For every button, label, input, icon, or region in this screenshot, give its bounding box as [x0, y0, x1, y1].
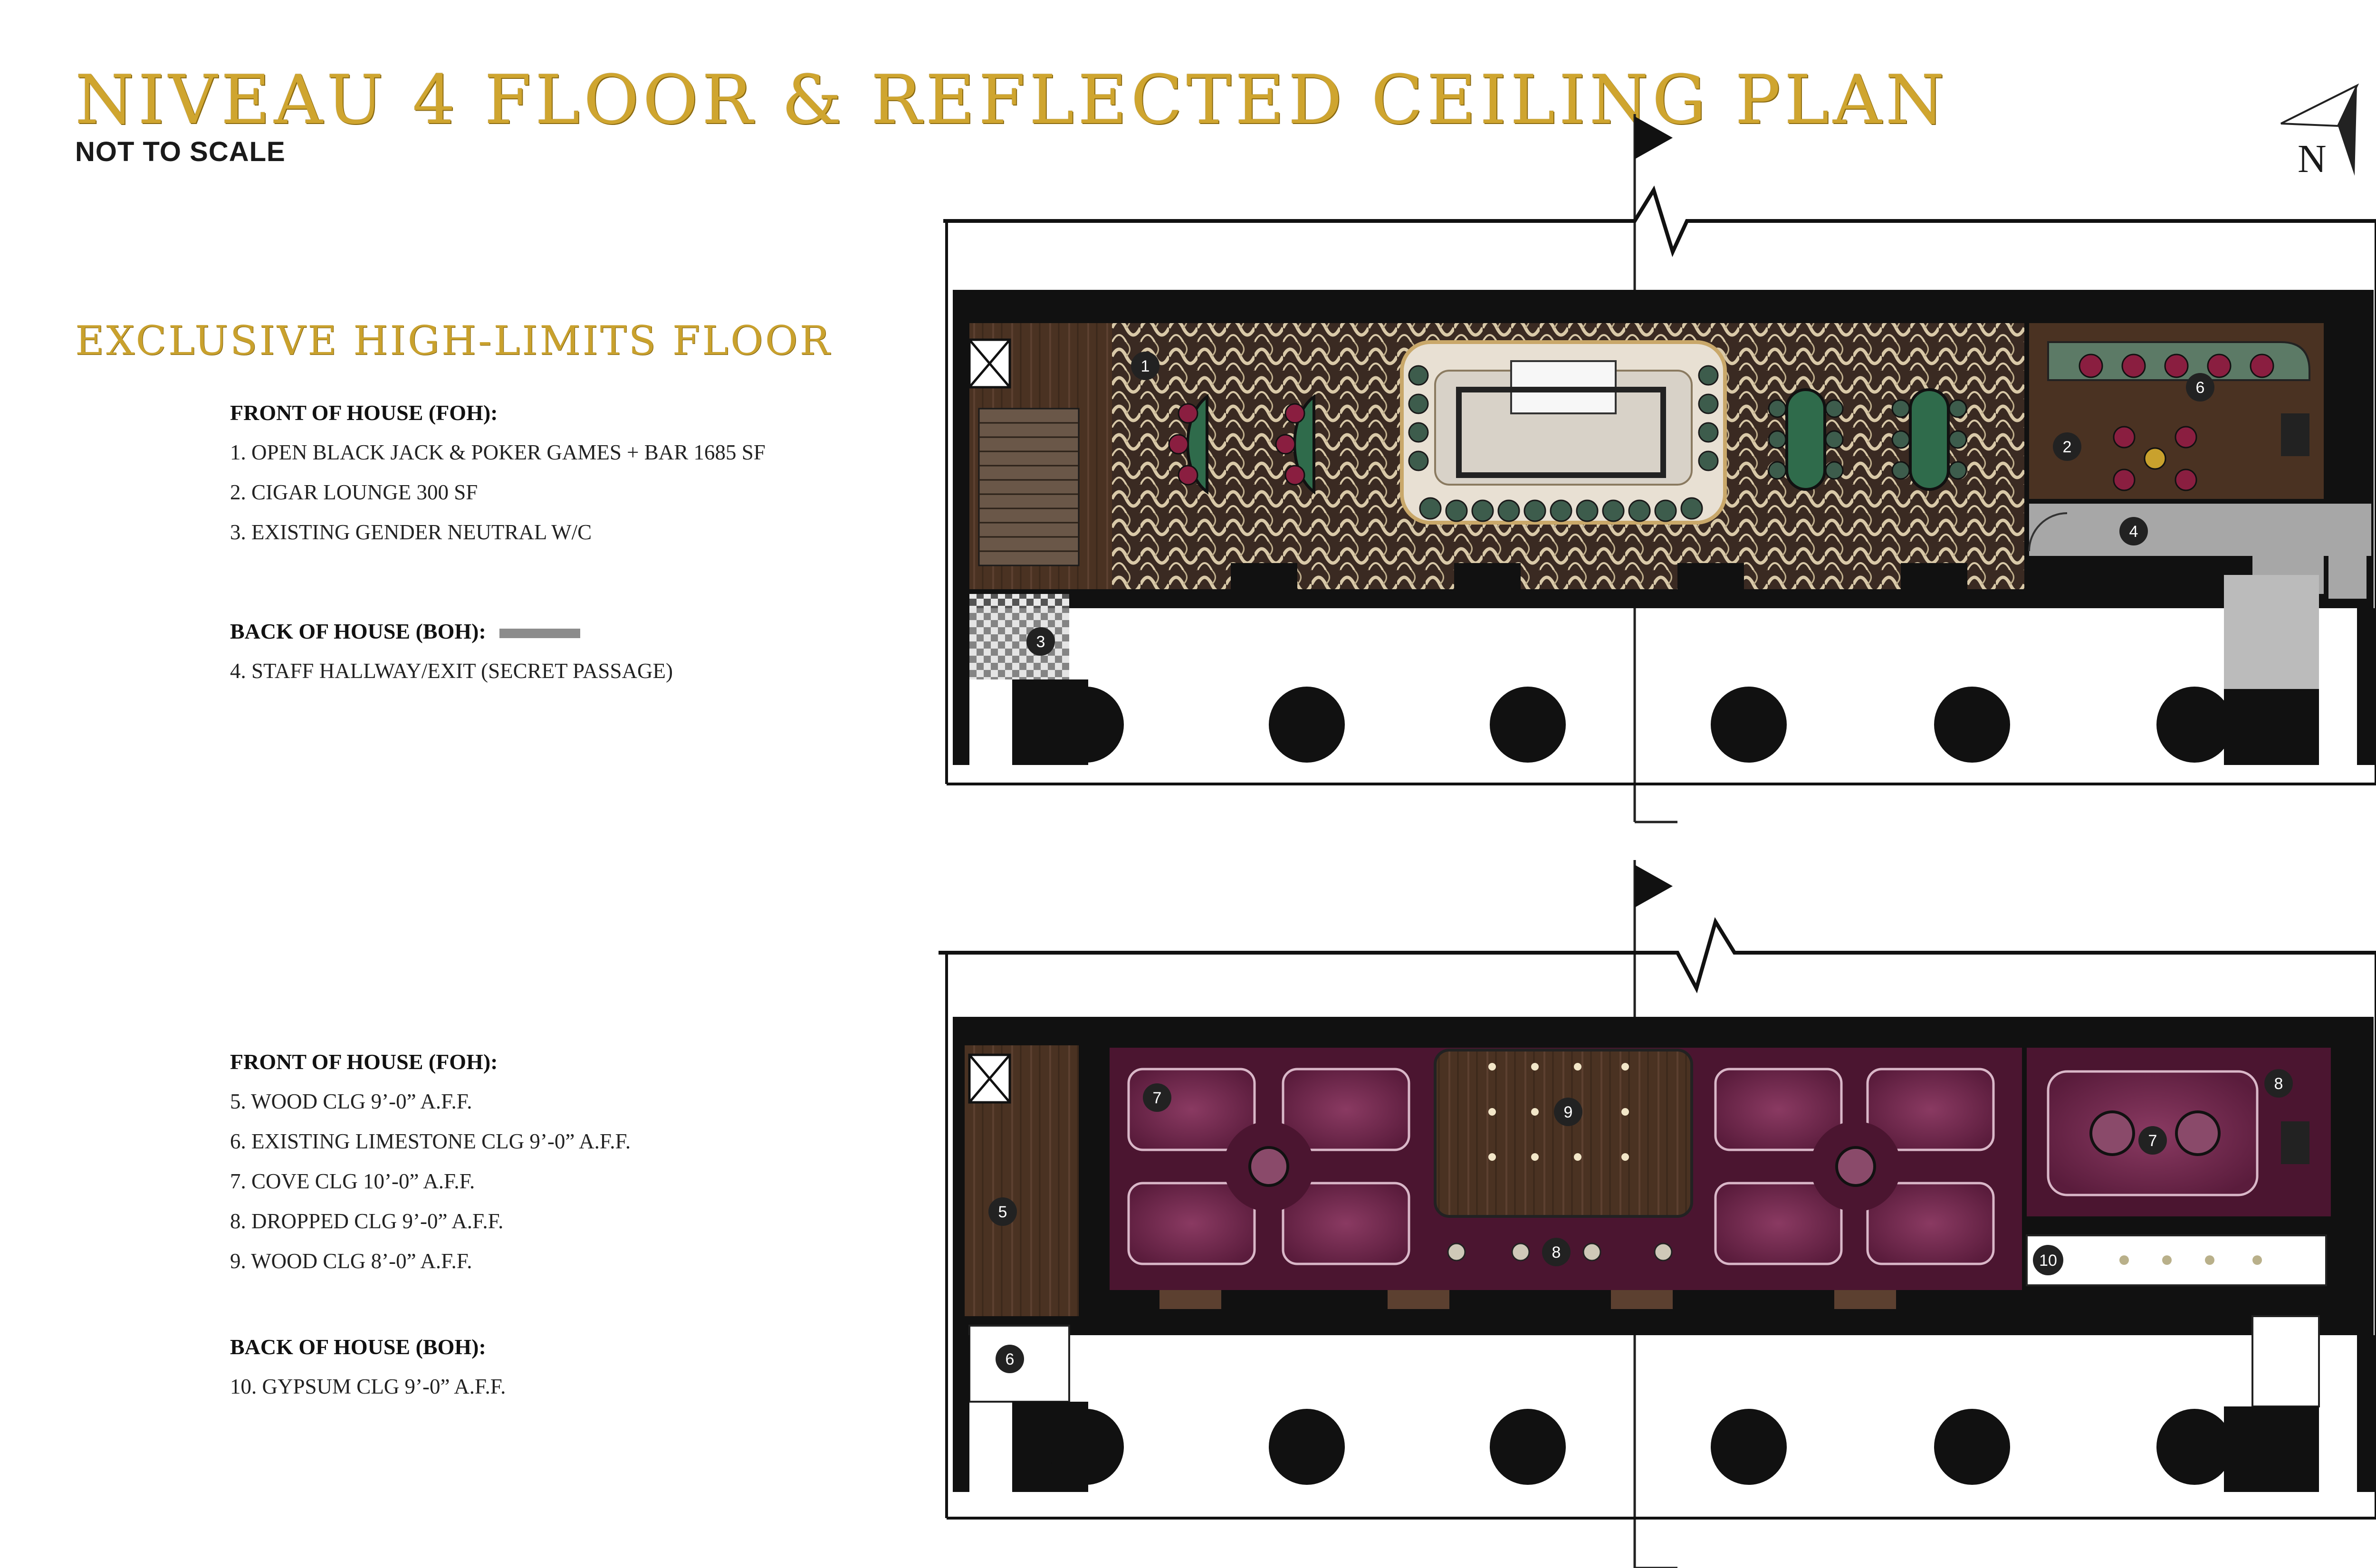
- svg-text:8: 8: [1552, 1243, 1561, 1262]
- svg-text:6: 6: [1006, 1350, 1015, 1368]
- chandelier-icon: [1248, 1146, 1289, 1187]
- poker-tables: [1768, 388, 1967, 491]
- svg-text:8: 8: [2274, 1075, 2283, 1093]
- ceiling-plan-tag-6: 6: [996, 1345, 1024, 1373]
- floor-plan-tag-6: 6: [2186, 373, 2214, 402]
- ceiling-legend-item-10: 10. GYPSUM CLG 9’-0” A.F.F.: [230, 1375, 506, 1398]
- svg-text:5: 5: [998, 1203, 1007, 1221]
- scale-note: NOT TO SCALE: [75, 136, 286, 167]
- ceiling-plan-tag-10: 10: [2033, 1245, 2063, 1275]
- section-title: EXCLUSIVE HIGH-LIMITS FLOOR: [75, 317, 832, 364]
- svg-text:7: 7: [1153, 1089, 1162, 1107]
- ceiling-legend-item-5: 5. WOOD CLG 9’-0” A.F.F.: [230, 1090, 472, 1113]
- boh-swatch: [499, 629, 580, 639]
- svg-text:10: 10: [2039, 1252, 2057, 1270]
- floor-plan-tag-2: 2: [2053, 432, 2081, 461]
- ceiling-foh-heading: FRONT OF HOUSE (FOH):: [230, 1050, 498, 1074]
- floor-plan-tag-3: 3: [1026, 627, 1055, 656]
- chandelier-icon-2: [1835, 1146, 1876, 1187]
- ceiling-plan-tag-8b: 8: [1542, 1238, 1571, 1266]
- svg-text:9: 9: [1564, 1103, 1573, 1121]
- floor-legend-item-2: 2. CIGAR LOUNGE 300 SF: [230, 480, 478, 504]
- svg-text:6: 6: [2196, 379, 2205, 397]
- ceiling-plan-tag-7b: 7: [2138, 1126, 2167, 1155]
- page-title: NIVEAU 4 FLOOR & REFLECTED CEILING PLAN: [75, 61, 1948, 139]
- floor-plan: 1 2 3 4 6: [943, 114, 2376, 823]
- ceiling-columns: [953, 1335, 2376, 1492]
- blackjack-tables: [1168, 394, 1315, 495]
- ceiling-plan-tag-8a: 8: [2264, 1069, 2293, 1098]
- section-flag-icon: [1635, 116, 1673, 159]
- north-label: N: [2298, 137, 2327, 181]
- ceiling-plan-tag-9: 9: [1554, 1098, 1582, 1126]
- ceiling-legend-item-6: 6. EXISTING LIMESTONE CLG 9’-0” A.F.F.: [230, 1129, 631, 1153]
- svg-text:3: 3: [1036, 633, 1045, 651]
- floor-boh-heading-text: BACK OF HOUSE (BOH):: [230, 619, 486, 643]
- floor-legend-item-1: 1. OPEN BLACK JACK & POKER GAMES + BAR 1…: [230, 440, 766, 464]
- floor-foh-heading: FRONT OF HOUSE (FOH):: [230, 401, 498, 425]
- svg-text:2: 2: [2063, 438, 2072, 456]
- ceiling-plan-tag-7a: 7: [1143, 1083, 1171, 1112]
- floor-plan-tag-4: 4: [2119, 517, 2148, 545]
- ceiling-legend-item-9: 9. WOOD CLG 8’-0” A.F.F.: [230, 1249, 472, 1273]
- ceiling-boh-heading: BACK OF HOUSE (BOH):: [230, 1335, 486, 1359]
- svg-text:7: 7: [2148, 1132, 2157, 1150]
- floor-legend-item-4: 4. STAFF HALLWAY/EXIT (SECRET PASSAGE): [230, 659, 673, 683]
- section-flag-icon-2: [1635, 865, 1673, 908]
- ceiling-legend-item-7: 7. COVE CLG 10’-0” A.F.F.: [230, 1169, 475, 1193]
- ceiling-plan: 7 9 7 8 5 8 10 6: [939, 860, 2376, 1568]
- floor-plan-tag-1: 1: [1131, 352, 1159, 380]
- floor-boh-heading: BACK OF HOUSE (BOH):: [230, 619, 580, 644]
- floor-columns: [953, 608, 2376, 765]
- north-arrow-icon: N: [2280, 83, 2359, 181]
- svg-text:1: 1: [1141, 357, 1150, 375]
- svg-text:4: 4: [2129, 523, 2138, 541]
- ceiling-legend-item-8: 8. DROPPED CLG 9’-0” A.F.F.: [230, 1209, 504, 1233]
- floor-legend-item-3: 3. EXISTING GENDER NEUTRAL W/C: [230, 520, 592, 544]
- ceiling-plan-tag-5: 5: [988, 1197, 1017, 1226]
